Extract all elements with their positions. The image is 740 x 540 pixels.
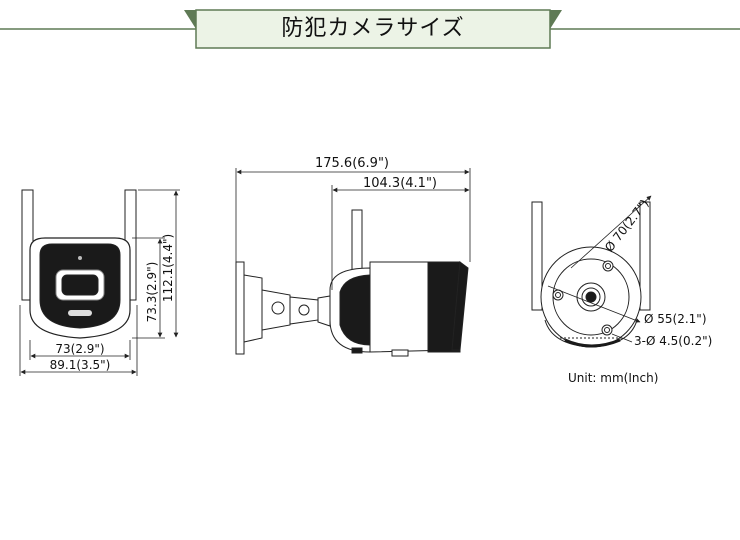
- page-title: 防犯カメラサイズ: [281, 16, 465, 41]
- side-body-length-label: 104.3(4.1"): [363, 176, 437, 191]
- title-banner: 防犯カメラサイズ: [0, 0, 740, 60]
- side-view: [235, 209, 469, 357]
- base-inner-diameter-label: Ø 55(2.1"): [644, 312, 707, 326]
- base-diameter-dims: [547, 195, 652, 343]
- front-outer-height-label: 112.1(4.4"): [161, 234, 175, 302]
- front-outer-width-label: 89.1(3.5"): [50, 358, 111, 372]
- side-length-dims: [235, 168, 471, 290]
- unit-note: Unit: mm(Inch): [568, 371, 658, 385]
- front-view: [21, 189, 137, 339]
- front-width-dims: [19, 305, 138, 376]
- side-total-length-label: 175.6(6.9"): [315, 156, 389, 171]
- front-height-dims: [132, 189, 180, 339]
- title-banner-graphic: [0, 9, 740, 49]
- front-inner-height-label: 73.3(2.9"): [145, 262, 159, 323]
- base-view: [531, 201, 651, 348]
- front-inner-width-label: 73(2.9"): [55, 342, 104, 356]
- base-holes-label: 3-Ø 4.5(0.2"): [634, 334, 712, 348]
